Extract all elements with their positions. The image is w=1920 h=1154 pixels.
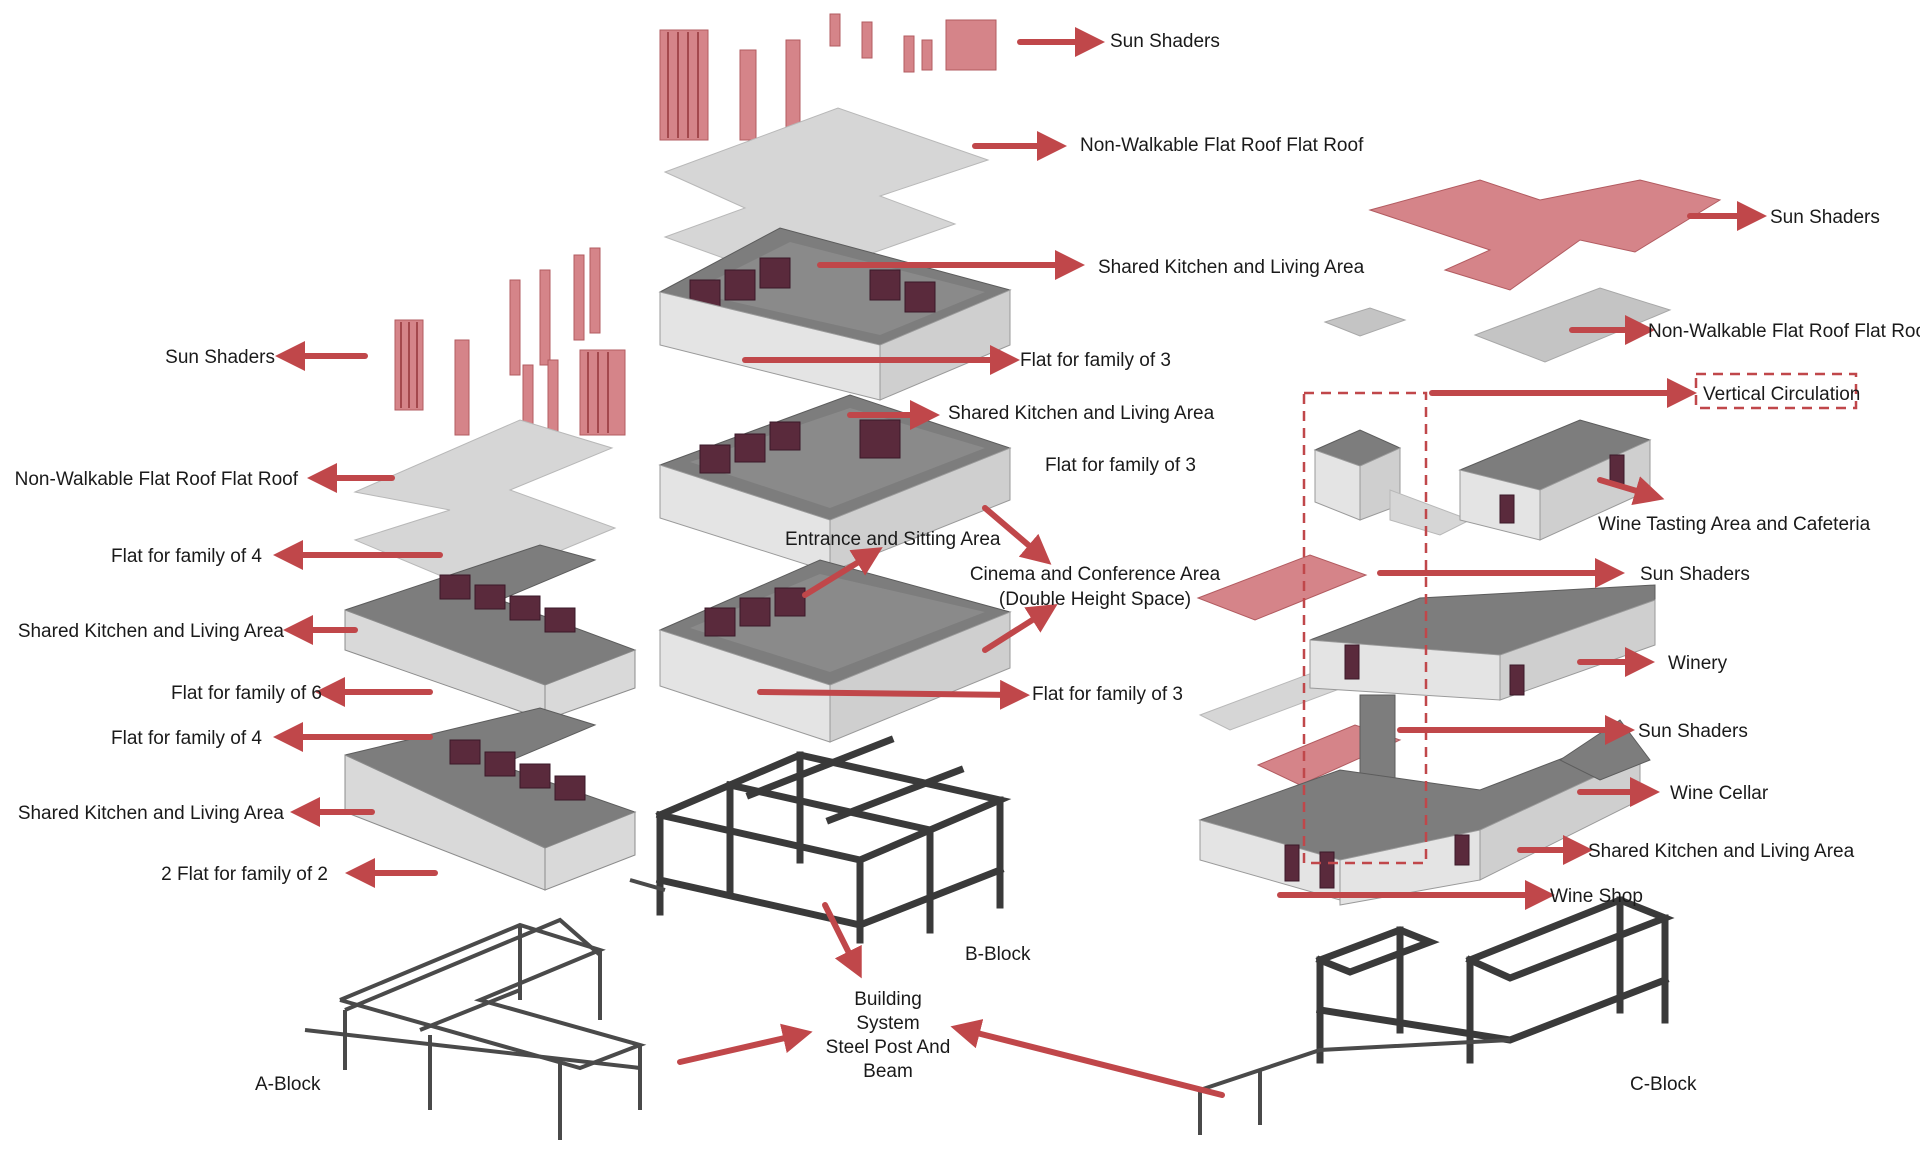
label-c-wine-tasting: Wine Tasting Area and Cafeteria [1598,514,1871,535]
vertical-circulation-zone [1302,391,1428,865]
c-block-steel-frame [1198,896,1675,1135]
label-c-roof: Non-Walkable Flat Roof Flat Roof [1648,321,1920,342]
c-block-winery-level [1198,584,1656,731]
b-block-labels: Sun Shaders Non-Walkable Flat Roof Flat … [785,31,1365,965]
c-block-upper-level [1313,419,1652,541]
label-a-block: A-Block [255,1074,321,1095]
label-b-block: B-Block [965,944,1031,965]
label-b-cinema-line2: (Double Height Space) [999,589,1191,610]
label-a-flat4-upper: Flat for family of 4 [111,546,262,567]
a-block-floor-lower [344,707,637,891]
system-label: Building System Steel Post And Beam [826,989,951,1082]
label-system-line1: Building [854,989,922,1010]
c-block-sun-shader-top [1368,179,1722,291]
label-b-flat3-top: Flat for family of 3 [1020,350,1171,371]
label-b-roof: Non-Walkable Flat Roof Flat Roof [1080,135,1364,156]
a-block-roof [353,419,617,589]
a-block-labels: Sun Shaders Non-Walkable Flat Roof Flat … [15,347,328,1095]
label-a-kitchen-upper: Shared Kitchen and Living Area [18,621,285,642]
c-block-roof-large [1473,287,1672,363]
c-block-roof-small [1323,307,1407,337]
label-a-kitchen-lower: Shared Kitchen and Living Area [18,803,285,824]
vertical-circulation-label-box [1694,372,1858,410]
label-c-vertical-circulation: Vertical Circulation [1703,384,1860,405]
label-a-flat6: Flat for family of 6 [171,683,322,704]
a-b-link-beam [629,878,666,892]
a-block-floor-upper [344,544,637,721]
label-c-sun-shaders-mid: Sun Shaders [1640,564,1750,585]
a-block-steel-frame [304,917,647,1140]
c-block-ground-level [1198,694,1651,906]
label-a-roof: Non-Walkable Flat Roof Flat Roof [15,469,299,490]
label-a-flat4-lower: Flat for family of 4 [111,728,262,749]
b-block-steel-frame [655,735,1012,944]
annotation-arrows [273,27,1767,1098]
label-b-flat3-mid: Flat for family of 3 [1045,455,1196,476]
a-block-sun-shaders [394,247,626,446]
label-b-sun-shaders: Sun Shaders [1110,31,1220,52]
b-block-sun-shaders [659,13,997,141]
label-b-entrance: Entrance and Sitting Area [785,529,1001,550]
label-c-sun-shaders-low: Sun Shaders [1638,721,1748,742]
label-b-cinema-line1: Cinema and Conference Area [970,564,1221,585]
b-block-floor-top [658,227,1012,401]
label-c-wine-shop: Wine Shop [1550,886,1643,907]
label-b-kitchen-top: Shared Kitchen and Living Area [1098,257,1365,278]
label-c-winery: Winery [1668,653,1728,674]
label-b-kitchen-mid: Shared Kitchen and Living Area [948,403,1215,424]
label-system-line4: Beam [863,1061,913,1082]
label-c-block: C-Block [1630,1074,1697,1095]
label-c-wine-cellar: Wine Cellar [1670,783,1769,804]
c-block-sun-shader-mid [1196,554,1368,621]
label-c-kitchen: Shared Kitchen and Living Area [1588,841,1855,862]
b-block-roof [663,107,990,283]
label-system-line3: Steel Post And [826,1037,951,1058]
label-a-flat2: 2 Flat for family of 2 [161,864,328,885]
b-block-floor-bottom [658,559,1012,743]
label-a-sun-shaders: Sun Shaders [165,347,275,368]
label-system-line2: System [856,1013,919,1034]
label-c-sun-shaders-top: Sun Shaders [1770,207,1880,228]
label-b-flat3-bottom: Flat for family of 3 [1032,684,1183,705]
c-block-labels: Sun Shaders Non-Walkable Flat Roof Flat … [1550,207,1920,1095]
